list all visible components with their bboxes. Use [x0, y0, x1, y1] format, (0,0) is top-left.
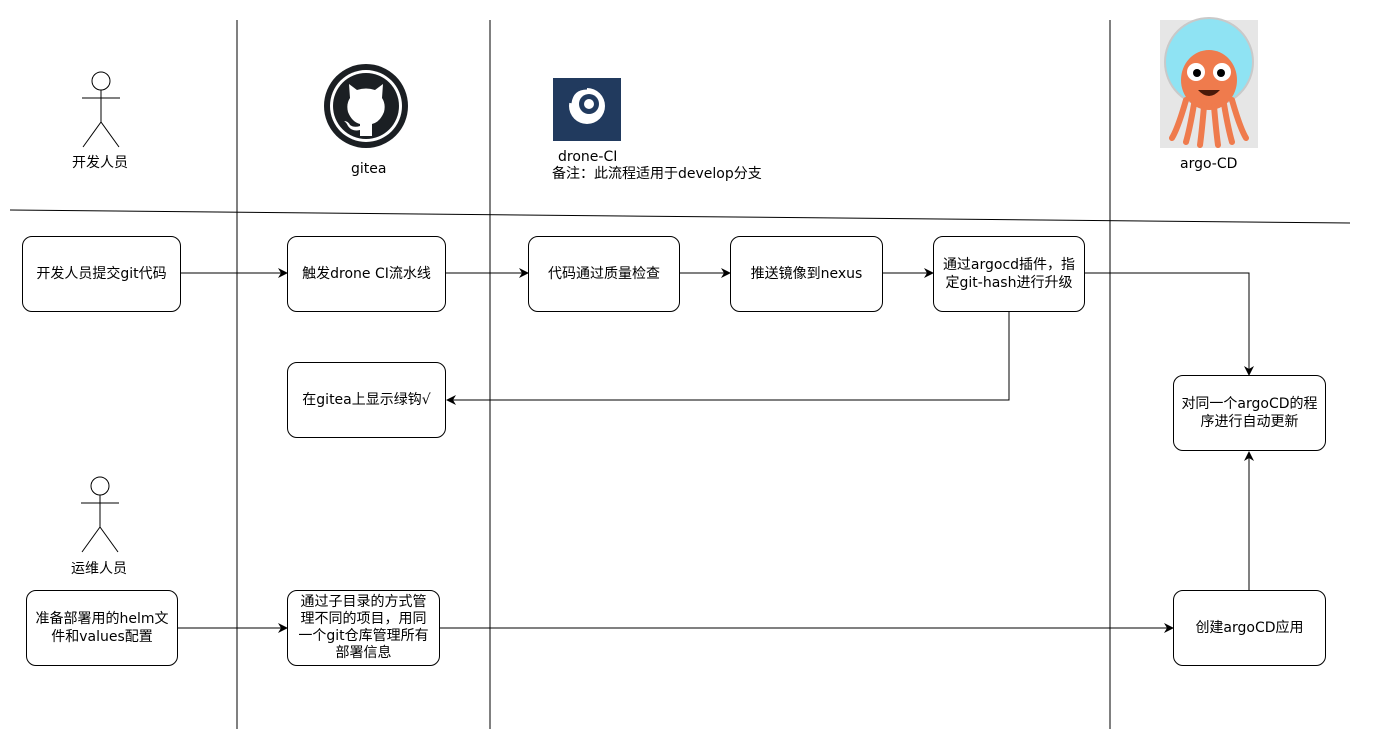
box-trigger-ci-text: 触发drone CI流水线	[302, 266, 431, 282]
gitea-lane-label: gitea	[351, 161, 387, 177]
box-create-app: 创建argoCD应用	[1173, 590, 1326, 666]
ops-label: 运维人员	[71, 561, 127, 577]
box-argocd-plugin-text: 通过argocd插件，指定git-hash进行升级	[942, 257, 1076, 291]
process-note: 备注：此流程适用于develop分支	[552, 166, 762, 182]
box-dev-commit-text: 开发人员提交git代码	[36, 266, 167, 282]
box-trigger-ci: 触发drone CI流水线	[287, 236, 446, 312]
box-manage-repo-text: 通过子目录的方式管理不同的项目，用同一个git仓库管理所有部署信息	[298, 594, 429, 661]
box-auto-update-text: 对同一个argoCD的程序进行自动更新	[1181, 396, 1318, 430]
box-prepare-helm-text: 准备部署用的helm文件和values配置	[35, 611, 169, 645]
box-quality-check-text: 代码通过质量检查	[548, 266, 660, 282]
box-gitea-check-text: 在gitea上显示绿钩√	[302, 392, 431, 408]
developer-actor-icon	[82, 71, 120, 148]
argo-lane-label: argo-CD	[1180, 156, 1238, 172]
box-gitea-check: 在gitea上显示绿钩√	[287, 362, 446, 438]
header-divider	[9, 209, 1351, 224]
box-dev-commit: 开发人员提交git代码	[22, 236, 181, 312]
arrow-argocd-to-autoupdate	[1085, 272, 1254, 376]
developer-label: 开发人员	[72, 155, 128, 171]
box-create-app-text: 创建argoCD应用	[1195, 620, 1304, 636]
box-prepare-helm: 准备部署用的helm文件和values配置	[26, 590, 178, 666]
ops-actor-icon	[81, 476, 119, 553]
box-argocd-plugin: 通过argocd插件，指定git-hash进行升级	[933, 236, 1085, 312]
box-quality-check: 代码通过质量检查	[528, 236, 680, 312]
drone-ci-icon	[553, 78, 621, 141]
drone-lane-label: drone-CI	[558, 149, 618, 165]
box-auto-update: 对同一个argoCD的程序进行自动更新	[1173, 375, 1326, 451]
box-push-image: 推送镜像到nexus	[730, 236, 883, 312]
github-octocat-icon	[324, 64, 408, 148]
argo-octopus-icon	[1160, 17, 1258, 148]
arrow-argocd-to-gitea-check	[446, 312, 1010, 405]
box-manage-repo: 通过子目录的方式管理不同的项目，用同一个git仓库管理所有部署信息	[287, 590, 440, 666]
box-push-image-text: 推送镜像到nexus	[750, 266, 863, 282]
